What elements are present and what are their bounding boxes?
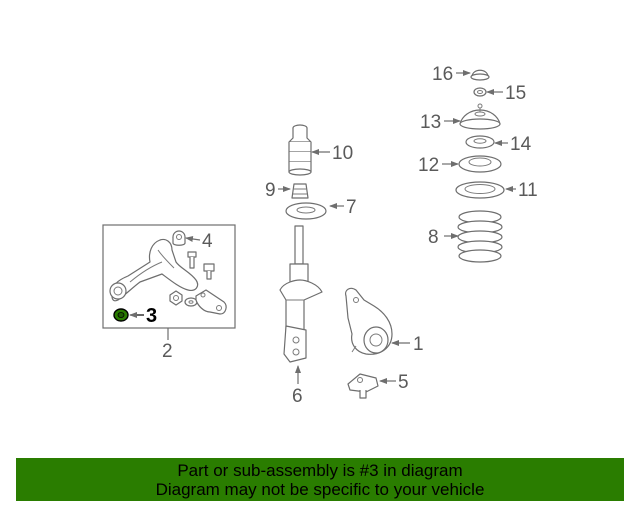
bushing-part-4: [172, 230, 186, 246]
dust-boot-part-10: [288, 124, 312, 176]
cap-part-16: [470, 69, 490, 81]
bump-stop-part-9: [291, 183, 309, 199]
ball-joint-part-5: [347, 373, 379, 399]
bearing-part-14: [465, 135, 495, 149]
banner-line-part-number: Part or sub-assembly is #3 in diagram: [177, 460, 463, 480]
strut-assembly: [279, 225, 323, 363]
callout-2: 2: [162, 341, 173, 362]
info-banner: Part or sub-assembly is #3 in diagram Di…: [16, 458, 624, 501]
callout-1: 1: [413, 334, 424, 355]
bolt: [203, 263, 215, 280]
control-arm-assembly-box: [102, 224, 236, 329]
callout-15: 15: [505, 83, 526, 104]
steering-knuckle-part-1: [345, 287, 393, 355]
callout-10: 10: [332, 143, 353, 164]
callout-14: 14: [510, 134, 532, 155]
upper-spring-seat-part-12: [458, 155, 502, 173]
spring-seat-part-7: [285, 202, 327, 220]
highlighted-bushing-part-3[interactable]: [113, 308, 129, 322]
callout-13: 13: [420, 112, 441, 133]
callout-4: 4: [202, 231, 213, 252]
bolt: [187, 251, 197, 269]
washer: [184, 297, 198, 307]
leader-lines: [129, 70, 516, 384]
callout-3[interactable]: 3: [146, 305, 157, 327]
callout-11: 11: [518, 180, 538, 201]
callout-12: 12: [418, 155, 439, 176]
nut-part-15: [473, 87, 487, 97]
nut: [169, 290, 183, 306]
callout-8: 8: [428, 227, 439, 248]
banner-line-disclaimer: Diagram may not be specific to your vehi…: [155, 479, 485, 499]
strut-mount-part-13: [459, 103, 501, 130]
callout-labels: 1 2 3 4 5 6 7 8 9 10 11 12 13 14 15 16: [146, 64, 538, 407]
callout-6: 6: [292, 386, 303, 407]
callout-5: 5: [398, 372, 409, 393]
ball-joint-bracket: [195, 289, 227, 315]
spring-insulator-part-11: [455, 181, 505, 199]
coil-spring-part-8: [457, 210, 503, 263]
callout-16: 16: [432, 64, 453, 85]
callout-7: 7: [346, 197, 357, 218]
callout-9: 9: [265, 180, 276, 201]
